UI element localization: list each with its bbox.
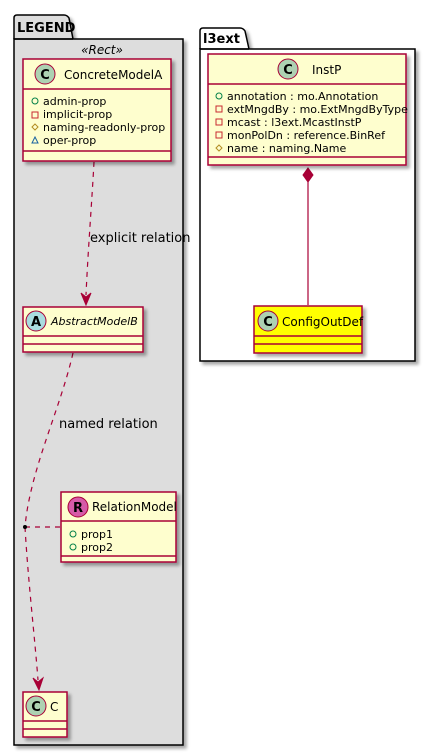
attr-text: implicit-prop [43,108,112,121]
attr-row: extMngdBy : mo.ExtMngdByType [215,103,408,116]
attr-text: naming-readonly-prop [43,121,165,134]
package-visibility-icon [31,135,39,144]
l3ext-package-tab [199,27,250,50]
attr-text: name : naming.Name [227,142,347,155]
l3ext-package-title: l3ext [203,32,240,47]
class-c-icon [25,695,47,717]
attr-row: prop2 [69,541,113,554]
public-visibility-icon [69,543,77,551]
attr-row: naming-readonly-prop [31,121,165,134]
attr-row: oper-prop [31,134,96,147]
explicit-relation-arrowhead [80,292,92,307]
explicit-relation-edge [80,161,95,307]
class-c-icon [257,310,279,332]
class-name: ConcreteModelA [64,68,163,82]
named-relation-arrowhead [32,676,45,692]
private-visibility-icon [215,131,223,139]
attr-text: annotation : mo.Annotation [227,90,378,103]
public-visibility-icon [215,92,223,100]
attr-text: mcast : l3ext.McastInstP [227,116,362,129]
named-relation-label: named relation [59,417,158,432]
relation-r-icon [67,496,89,518]
attr-row: admin-prop [31,95,106,108]
relation-r-icon-letter: R [73,501,83,516]
class-name: AbstractModelB [50,315,138,328]
association-point [23,525,27,529]
protected-visibility-icon [215,144,223,152]
attr-row: implicit-prop [31,108,112,121]
abstract-a-icon [25,310,47,332]
attr-row: mcast : l3ext.McastInstP [215,116,362,129]
class-c-icon [34,63,56,85]
class-instp[interactable]: C InstP annotation : mo.Annotation extMn… [207,53,408,166]
private-visibility-icon [31,111,39,119]
attr-row: monPolDn : reference.BinRef [215,129,386,142]
named-relation-edge [23,352,74,692]
class-name: ConfigOutDef [282,315,364,329]
class-c-icon-letter: C [31,700,41,715]
class-config-out-def[interactable]: C ConfigOutDef [253,305,364,354]
explicit-relation-label: explicit relation [90,231,190,246]
public-visibility-icon [69,530,77,538]
class-relation-model[interactable]: R RelationModel prop1 prop2 [60,491,177,563]
legend-stereotype: «Rect» [81,43,123,57]
attr-text: admin-prop [43,95,106,108]
class-abstract-model-b[interactable]: A AbstractModelB [22,306,144,353]
class-concrete-model-a[interactable]: C ConcreteModelA admin-prop implicit-pro… [22,58,172,162]
attr-text: prop1 [81,528,113,541]
protected-visibility-icon [31,123,39,131]
class-name: InstP [312,63,341,77]
composition-edge [302,167,314,305]
class-c-icon-letter: C [40,68,50,83]
class-c-icon-letter: C [263,315,273,330]
class-c-icon [277,58,299,80]
private-visibility-icon [215,118,223,126]
abstract-a-icon-letter: A [31,315,41,330]
attr-row: prop1 [69,528,113,541]
attr-row: name : naming.Name [215,142,347,155]
private-visibility-icon [215,105,223,113]
legend-package-title: LEGEND [17,21,76,36]
class-name: C [50,700,58,714]
legend-package-tab [13,14,74,40]
public-visibility-icon [31,97,39,105]
class-c-icon-letter: C [283,63,293,78]
class-c[interactable]: C C [22,691,68,738]
attr-row: annotation : mo.Annotation [215,90,378,103]
attr-text: extMngdBy : mo.ExtMngdByType [227,103,408,116]
attr-text: oper-prop [43,134,96,147]
attr-text: prop2 [81,541,113,554]
composition-diamond [302,167,314,183]
class-name: RelationModel [92,500,177,514]
attr-text: monPolDn : reference.BinRef [227,129,386,142]
